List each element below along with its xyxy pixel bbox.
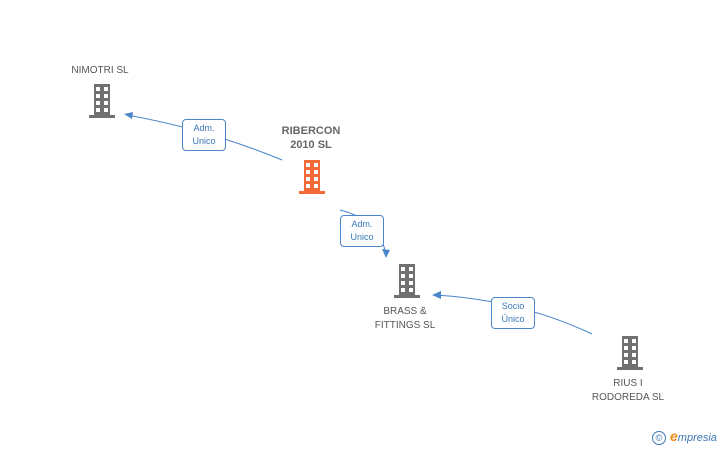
brand-name: mpresia (677, 432, 717, 444)
brass-label-line2: FITTINGS SL (374, 320, 436, 331)
node-brass-label[interactable]: BRASS & FITTINGS SL (375, 305, 436, 333)
ribercon-label-line2: 2010 SL (290, 139, 332, 151)
building-icon[interactable] (391, 264, 423, 298)
arrowhead-nimotri (124, 112, 133, 119)
empresia-watermark: © empresia (652, 428, 717, 445)
copyright-icon: © (652, 431, 666, 445)
arrowhead-brass-right (432, 291, 441, 299)
edge-label-adm-unico[interactable]: Adm. Unico (182, 119, 226, 151)
edge-label-line2: Unico (350, 232, 374, 242)
rius-label-line1: RIUS I (613, 378, 643, 389)
node-rius-label[interactable]: RIUS I RODOREDA SL (592, 377, 664, 405)
node-ribercon-label[interactable]: RIBERCON 2010 SL (282, 124, 341, 152)
arrowhead-brass-top (382, 249, 390, 258)
brass-label-line1: BRASS & (383, 306, 427, 317)
edge-label-line1: Adm. (193, 123, 215, 133)
node-nimotri-label[interactable]: NIMOTRI SL (71, 65, 129, 76)
building-icon[interactable] (86, 84, 118, 118)
building-icon-highlighted[interactable] (296, 160, 328, 194)
rius-label-line2: RODOREDA SL (591, 392, 665, 403)
edge-label-adm-unico[interactable]: Adm. Unico (340, 215, 384, 247)
edge-label-line2: Unico (192, 136, 216, 146)
building-icon[interactable] (614, 336, 646, 370)
edge-label-socio-unico[interactable]: Socio Único (491, 297, 535, 329)
edge-label-line1: Adm. (351, 219, 373, 229)
brand-initial: e (670, 428, 678, 444)
ribercon-label-line1: RIBERCON (281, 125, 341, 137)
edge-label-line2: Único (501, 314, 525, 324)
edge-label-line1: Socio (501, 301, 525, 311)
